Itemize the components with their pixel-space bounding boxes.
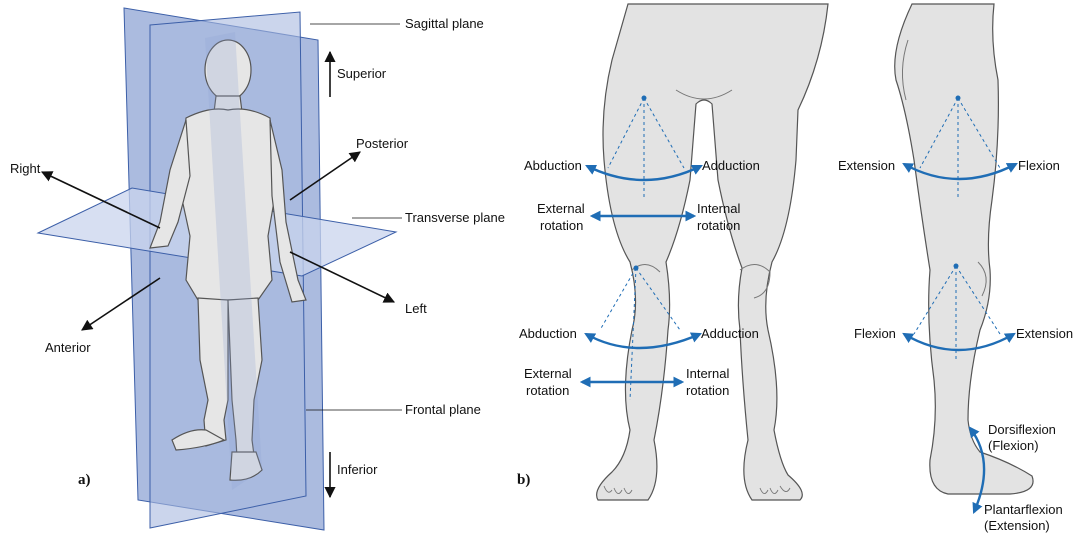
side-hip-extension-label: Extension xyxy=(838,158,895,173)
front-knee-adduction-label: Adduction xyxy=(701,326,759,341)
front-hip-internal-label-1: Internal xyxy=(697,201,740,216)
dorsiflexion-sub-label: (Flexion) xyxy=(988,438,1039,453)
front-hip-external-label-2: rotation xyxy=(540,218,583,233)
side-hip-joint-dot xyxy=(956,96,961,101)
side-knee-joint-dot xyxy=(954,264,959,269)
dorsiflexion-label: Dorsiflexion xyxy=(988,422,1056,437)
front-knee-internal-label-2: rotation xyxy=(686,383,729,398)
panel-b: Abduction Adduction External rotation In… xyxy=(517,4,1073,533)
front-hip-internal-label-2: rotation xyxy=(697,218,740,233)
front-knee-internal-label-1: Internal xyxy=(686,366,729,381)
inferior-label: Inferior xyxy=(337,462,378,477)
superior-label: Superior xyxy=(337,66,387,81)
side-hip-flexion-label: Flexion xyxy=(1018,158,1060,173)
plantarflexion-sub-label: (Extension) xyxy=(984,518,1050,533)
right-label: Right xyxy=(10,161,41,176)
side-knee-flexion-label: Flexion xyxy=(854,326,896,341)
posterior-label: Posterior xyxy=(356,136,409,151)
front-legs xyxy=(597,4,828,500)
sagittal-plane-label: Sagittal plane xyxy=(405,16,484,31)
front-knee-external-label-2: rotation xyxy=(526,383,569,398)
front-knee-joint-dot xyxy=(634,266,639,271)
panel-a-label: a) xyxy=(78,472,91,488)
panel-a: Sagittal plane Transverse plane Frontal … xyxy=(10,8,505,530)
side-leg xyxy=(895,4,1033,494)
plantarflexion-label: Plantarflexion xyxy=(984,502,1063,517)
front-hip-external-label-1: External xyxy=(537,201,585,216)
front-hip-joint-dot xyxy=(642,96,647,101)
anterior-label: Anterior xyxy=(45,340,91,355)
front-knee-external-label-1: External xyxy=(524,366,572,381)
front-hip-adduction-label: Adduction xyxy=(702,158,760,173)
left-label: Left xyxy=(405,301,427,316)
frontal-plane-label: Frontal plane xyxy=(405,402,481,417)
side-knee-extension-label: Extension xyxy=(1016,326,1073,341)
front-hip-abduction-label: Abduction xyxy=(524,158,582,173)
front-knee-abduction-label: Abduction xyxy=(519,326,577,341)
panel-b-label: b) xyxy=(517,472,530,488)
transverse-plane-label: Transverse plane xyxy=(405,210,505,225)
